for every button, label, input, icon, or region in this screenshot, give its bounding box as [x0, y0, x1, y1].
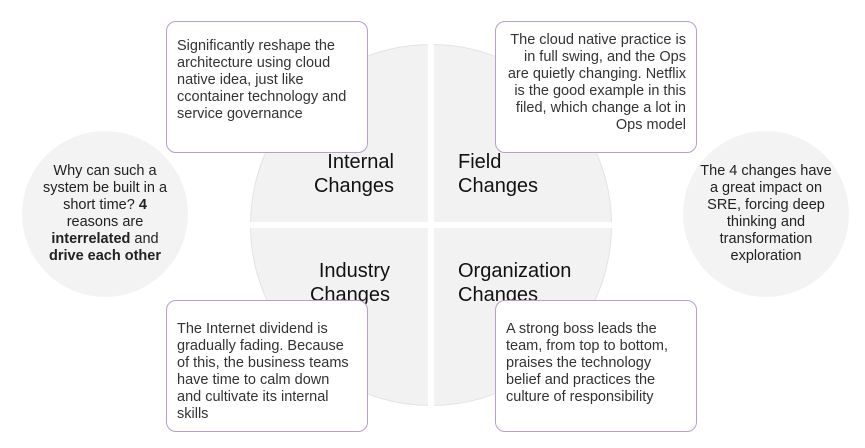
quadrant-label-line: Organization — [458, 260, 572, 282]
note-text: The cloud native practice is in full swi… — [507, 32, 686, 133]
note-text: Significantly reshape the architecture u… — [177, 38, 347, 122]
quadrant-industry-changes: Industry Changes — [290, 259, 390, 307]
note-industry-changes: The Internet dividend is gradually fadin… — [166, 300, 368, 432]
right-impact-circle: The 4 changes have a great impact on SRE… — [683, 131, 849, 297]
and-text: and — [130, 231, 159, 247]
quadrant-internal-changes: Internal Changes — [300, 150, 394, 198]
quadrant-label-line: Internal — [327, 151, 394, 173]
reason-count: 4 — [138, 197, 147, 213]
reasons-are-text: reasons are — [66, 214, 144, 230]
interrelated-text: interrelated — [51, 231, 131, 247]
quadrant-label-line: Industry — [318, 260, 390, 282]
horizontal-divider — [246, 222, 616, 228]
left-reasons-circle: Why can such a system be built in a shor… — [22, 131, 188, 297]
note-organization-changes: A strong boss leads the team, from top t… — [495, 300, 697, 432]
drive-each-other-text: drive each other — [48, 248, 161, 264]
quadrant-label-line: Changes — [313, 175, 394, 197]
note-text: A strong boss leads the team, from top t… — [506, 321, 668, 405]
note-text: The Internet dividend is gradually fadin… — [177, 321, 349, 422]
quadrant-field-changes: Field Changes — [458, 150, 578, 198]
impact-text: The 4 changes have a great impact on SRE… — [700, 163, 832, 264]
left-reasons-text: Why can such a system be built in a shor… — [36, 163, 174, 265]
note-field-changes: The cloud native practice is in full swi… — [495, 21, 697, 153]
quadrant-label-line: Field — [458, 151, 502, 173]
question-text: Why can such a system be built in a shor… — [42, 163, 168, 213]
quadrant-label-line: Changes — [458, 175, 539, 197]
note-internal-changes: Significantly reshape the architecture u… — [166, 21, 368, 153]
